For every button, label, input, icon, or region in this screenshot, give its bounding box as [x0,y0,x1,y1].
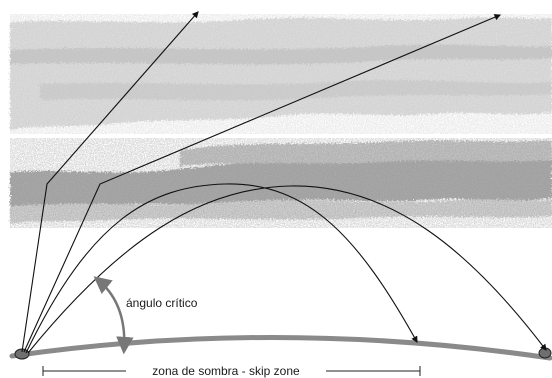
radio-rays [21,11,547,354]
ray-refracted-far [27,185,547,354]
earth-surface [9,335,552,361]
ground-curve [9,335,552,361]
ray-escape-shallow [23,14,502,353]
critical-angle-indicator: ángulo crítico [93,276,198,355]
ray-escape-steep [21,11,199,353]
upper-ionosphere-layer [10,14,552,134]
ray-refracted-near [25,183,418,354]
critical-angle-arc [93,276,134,355]
lower-ionosphere-layer [10,138,552,228]
upper-cloud-speckle [10,14,552,134]
critical-angle-label: ángulo crítico [126,296,198,310]
lower-cloud-speckle [10,138,552,228]
skip-zone-indicator: zona de sombra - skip zone [42,364,421,378]
skip-zone-label: zona de sombra - skip zone [152,364,300,378]
